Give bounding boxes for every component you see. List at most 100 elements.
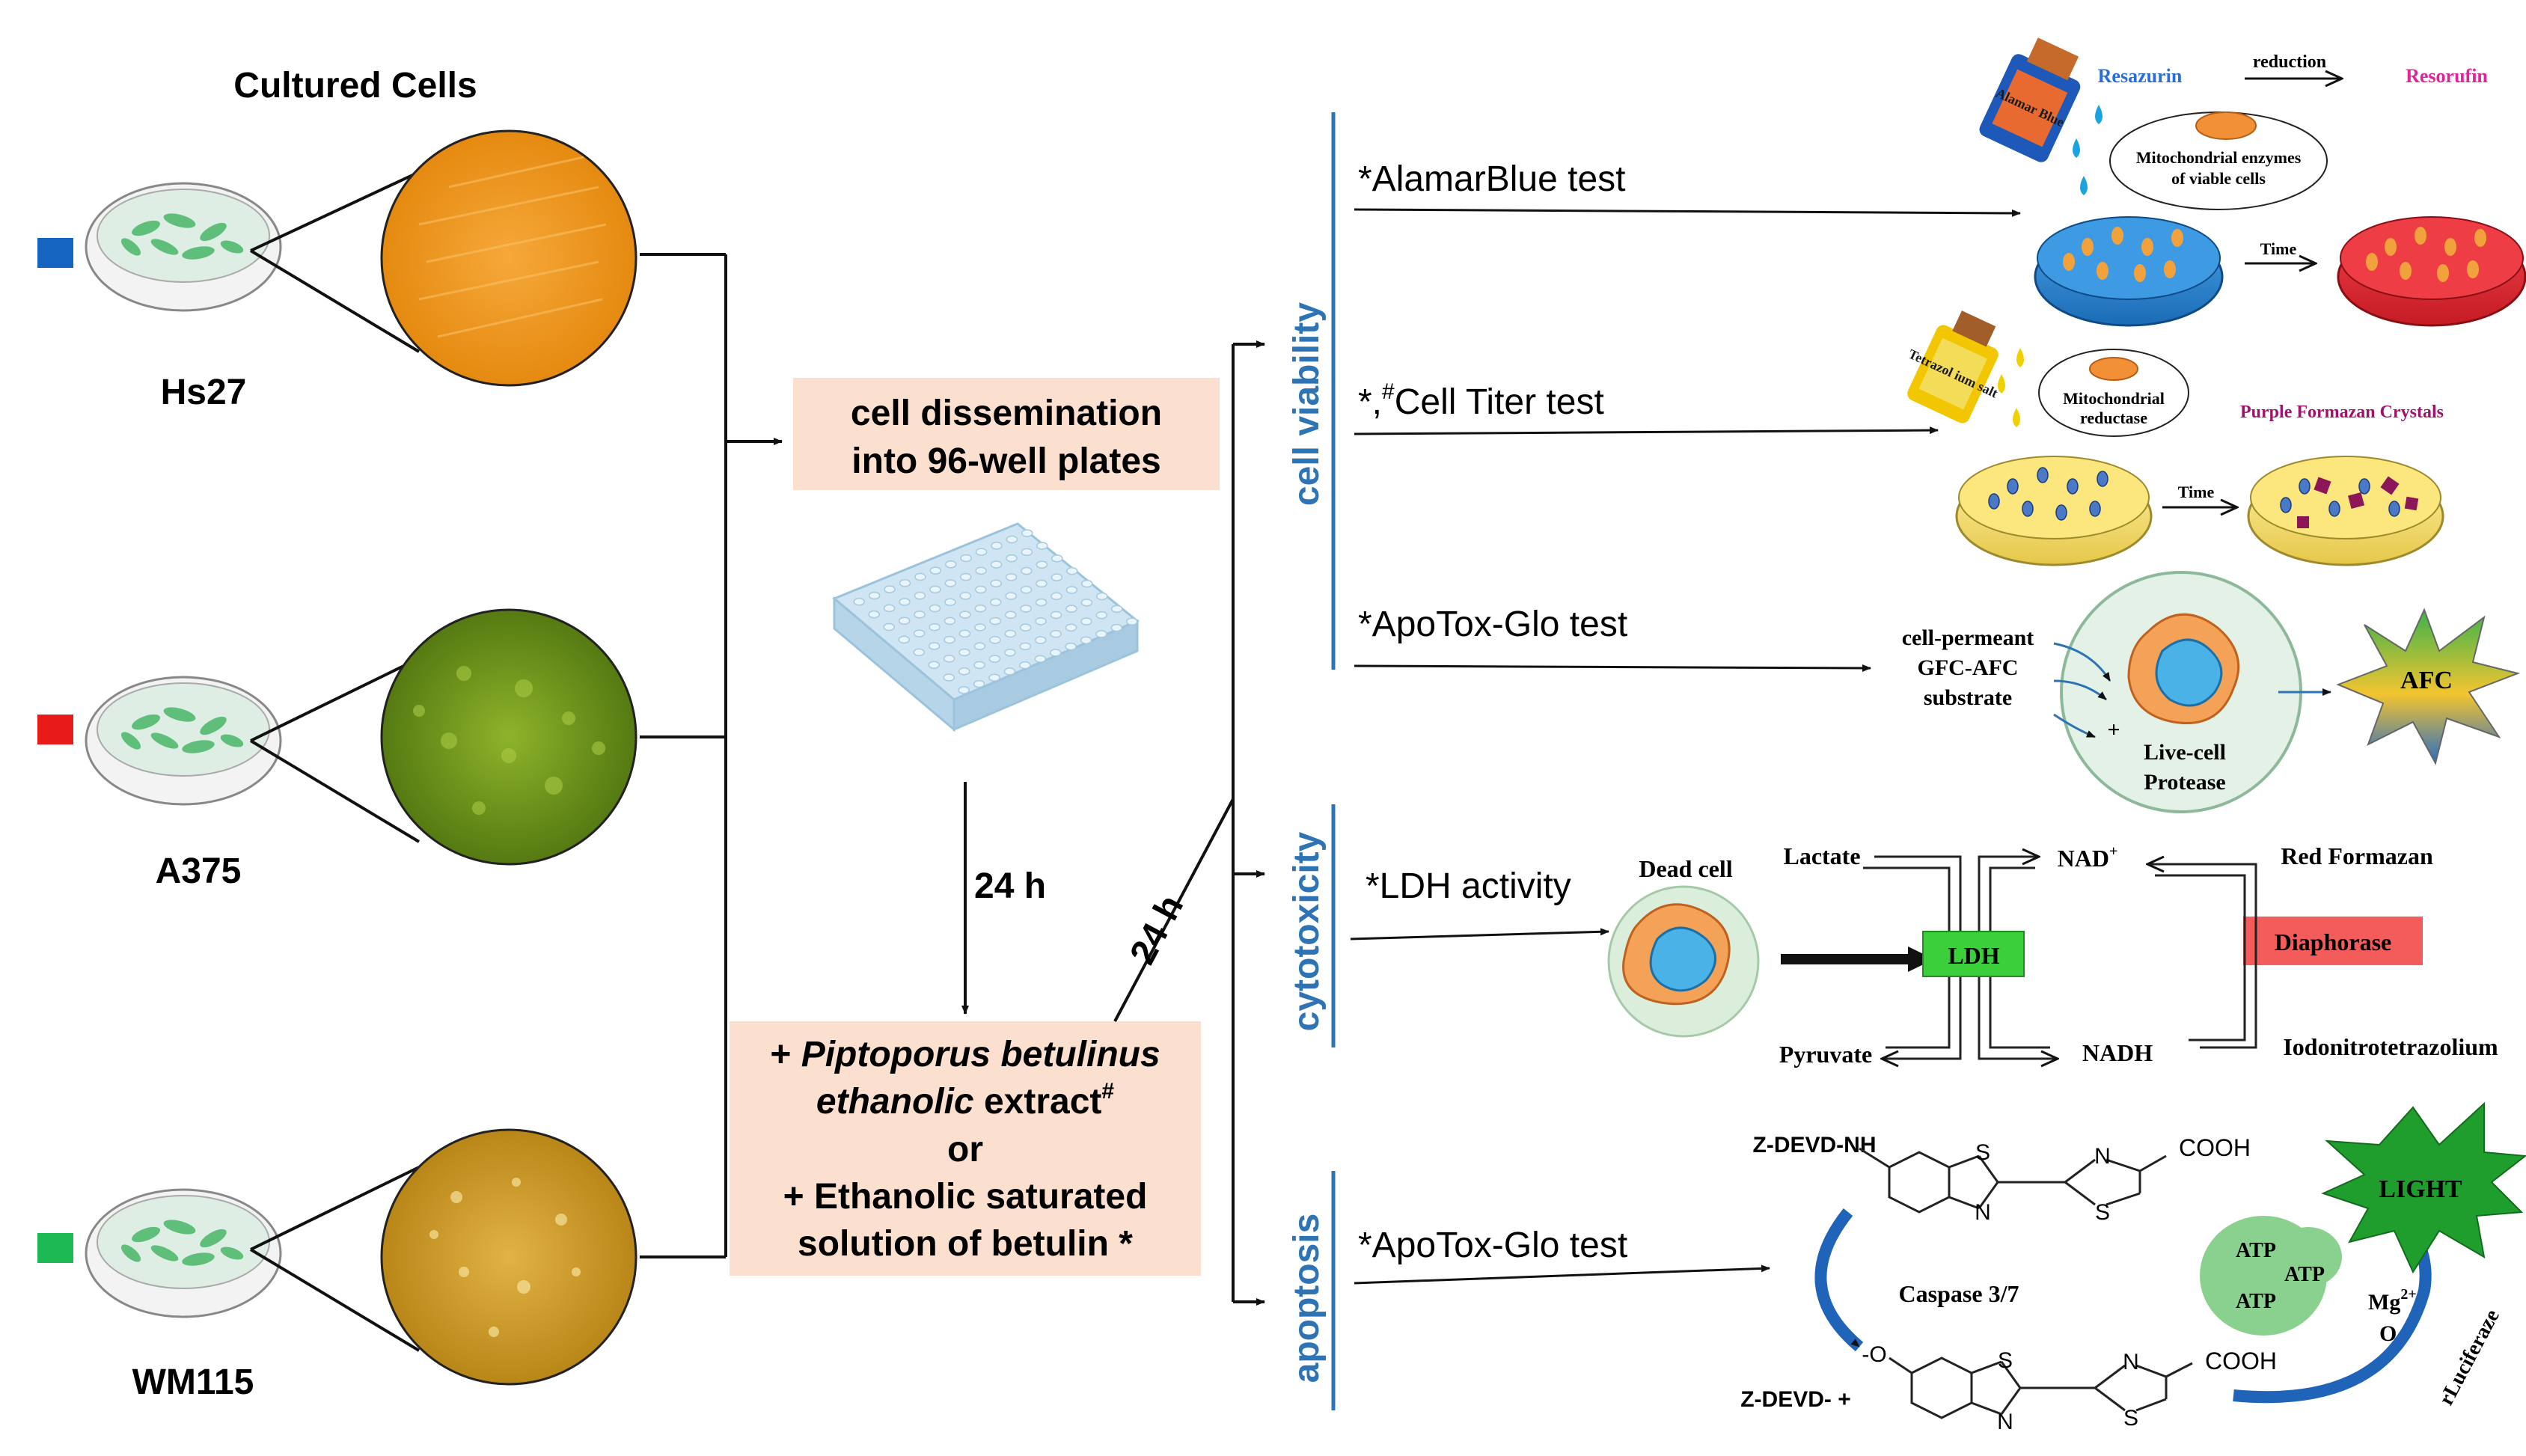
plate-well <box>928 661 940 669</box>
cooh-top-label: COOH <box>2179 1134 2251 1161</box>
plate-well <box>1066 566 1078 575</box>
plate-well <box>944 579 957 587</box>
plate-well <box>928 642 941 650</box>
plate-well <box>898 635 910 644</box>
plate-well <box>1080 599 1093 607</box>
wm115-label: WM115 <box>132 1362 254 1402</box>
atom-n2: N <box>2094 1144 2111 1169</box>
well-plate-96-icon <box>832 522 1140 732</box>
cytotoxicity-label: cytotoxicity <box>1287 831 1327 1031</box>
red-formazan-label: Red Formazan <box>2281 842 2433 869</box>
plate-well <box>1051 573 1063 581</box>
atom-n3: N <box>1997 1410 2013 1434</box>
alamar-bubble-line1: Mitochondrial enzymes <box>2136 148 2302 167</box>
petri-dish-a375 <box>85 676 282 806</box>
plate-well <box>1051 592 1062 601</box>
yellow-dish-icon <box>1955 456 2153 566</box>
plate-well <box>1111 605 1123 614</box>
resorufin-label: Resorufin <box>2406 65 2488 87</box>
green-melanoma-micrograph <box>380 608 637 866</box>
plate-well <box>1021 529 1033 537</box>
diaphorase-box <box>2243 917 2423 965</box>
ldh-box <box>1922 931 2025 977</box>
apotox-apoptosis-label: *ApoTox-Glo test <box>1358 1226 1627 1265</box>
plate-well <box>990 579 1002 587</box>
petri-dish-hs27 <box>85 182 282 312</box>
ldh-label: LDH <box>1948 942 1999 969</box>
resazurin-label: Resazurin <box>2098 65 2183 87</box>
plate-well <box>929 604 941 613</box>
plate-well <box>943 673 955 682</box>
plate-well <box>989 617 1002 625</box>
cooh-bottom-label: COOH <box>2205 1348 2277 1374</box>
substrate-line3: substrate <box>1924 685 2012 710</box>
plate-well <box>975 566 987 575</box>
plate-well <box>1080 636 1092 644</box>
caspase-panel: Z-DEVD-NH S N N S COOH Caspase 3/7 -O <box>1740 1101 2526 1434</box>
plate-well <box>913 648 925 657</box>
dissemination-box <box>793 378 1220 490</box>
plate-well <box>1049 649 1062 657</box>
diaphorase-label: Diaphorase <box>2275 929 2391 955</box>
treatment-line3: or <box>947 1130 983 1169</box>
celltiter-bubble-line2: reductase <box>2080 409 2147 427</box>
light-burst <box>2321 1101 2526 1274</box>
plate-well <box>898 617 911 625</box>
atp-label-2: ATP <box>2284 1263 2325 1286</box>
plate-well <box>959 572 972 581</box>
plate-well <box>989 598 1002 607</box>
plate-well <box>973 642 986 650</box>
plate-well <box>914 591 926 600</box>
plate-well <box>988 673 1000 682</box>
plate-well <box>1021 548 1033 557</box>
dead-cell-label: Dead cell <box>1639 855 1732 882</box>
plate-well <box>944 635 955 644</box>
atom-n4: N <box>2123 1350 2139 1374</box>
plate-well <box>883 623 895 631</box>
plate-well <box>1020 585 1033 594</box>
protease-line1: Live-cell <box>2144 740 2226 765</box>
plate-well <box>958 686 970 694</box>
o-minus-label: -O <box>1862 1342 1886 1367</box>
plate-well <box>914 572 926 581</box>
apotox-viability-panel: cell-permeant GFC-AFC substrate + Live-c… <box>1902 571 2521 813</box>
plate-well <box>929 585 941 594</box>
plate-well <box>943 655 955 663</box>
plate-well <box>989 636 1001 644</box>
plate-well <box>883 604 896 613</box>
plate-well <box>1035 617 1047 625</box>
plate-well <box>958 667 970 676</box>
alamarblue-test-label: *AlamarBlue test <box>1358 159 1626 199</box>
alamar-blue-bottle-icon: Alamar Blue <box>1979 37 2081 162</box>
plate-well <box>1020 605 1032 613</box>
atom-n1: N <box>1975 1200 1991 1225</box>
branch-arrows <box>1232 340 1265 1306</box>
plate-well <box>1036 579 1048 588</box>
mg-label: Mg2+ <box>2368 1286 2417 1315</box>
plate-well <box>1065 623 1077 632</box>
substrate-structure <box>1859 1147 2167 1214</box>
plate-well <box>1006 554 1018 563</box>
plate-well <box>1036 542 1048 550</box>
formazan-dish-icon <box>2247 456 2444 566</box>
atp-label-3: ATP <box>2236 1290 2276 1313</box>
plate-well <box>929 623 941 631</box>
plate-well <box>868 591 881 600</box>
cultured-cells-title: Cultured Cells <box>233 66 477 105</box>
plate-well <box>1034 655 1047 663</box>
plate-well <box>990 560 1003 569</box>
plate-well <box>1095 630 1107 638</box>
plate-well <box>1003 667 1016 676</box>
plate-well <box>914 611 926 619</box>
lactate-label: Lactate <box>1783 842 1860 869</box>
plate-well <box>944 560 957 569</box>
plate-well <box>988 655 1001 663</box>
nad-label: NAD+ <box>2058 843 2118 872</box>
plate-well <box>853 598 865 606</box>
ldh-panel: Dead cell Lactate NAD+ Red Formazan LDH … <box>1607 842 2498 1068</box>
plate-well <box>1096 592 1108 601</box>
apotox-viability-label: *ApoTox-Glo test <box>1358 605 1627 644</box>
plate-well <box>899 579 911 587</box>
cell-viability-label: cell viability <box>1287 302 1327 506</box>
